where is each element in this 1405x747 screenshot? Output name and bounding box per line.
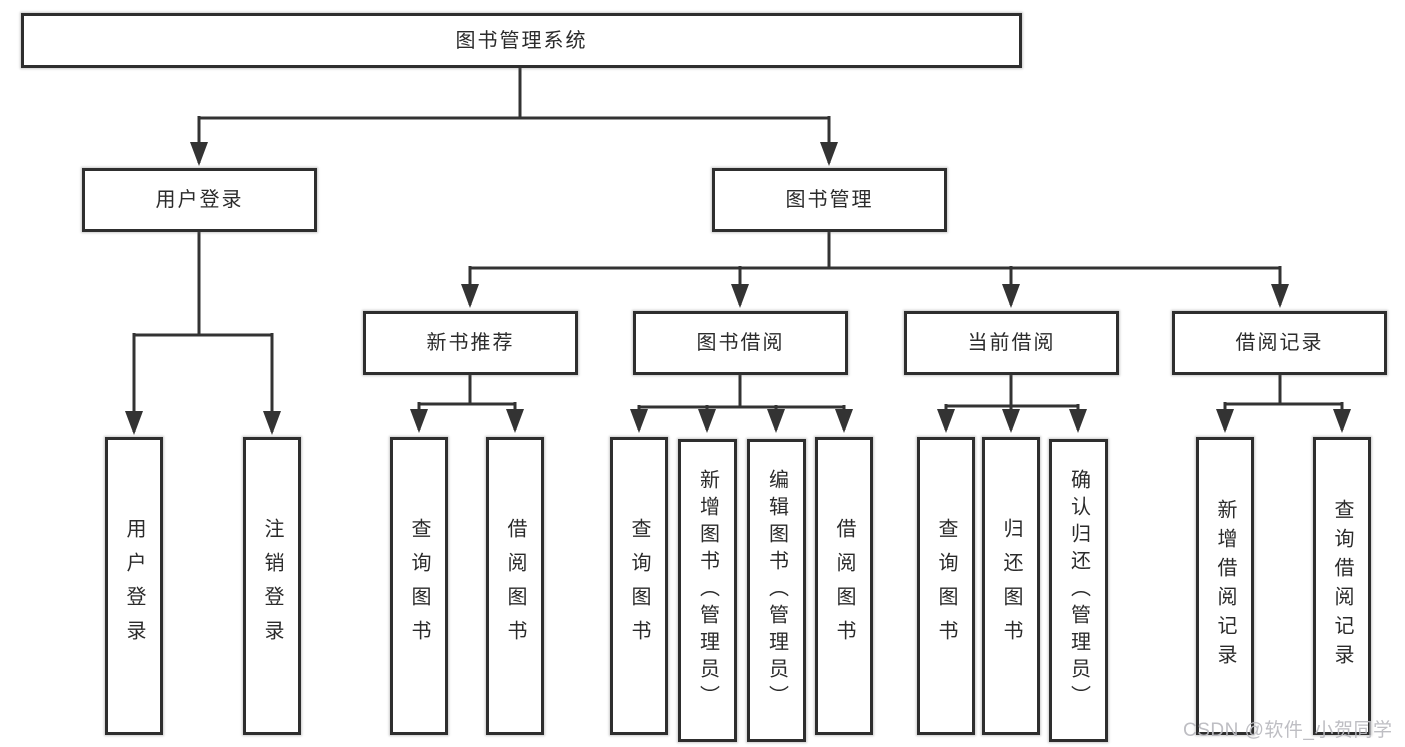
node-current-borrowing: 当前借阅 <box>904 311 1119 375</box>
node-new-book-recommend: 新书推荐 <box>363 311 578 375</box>
watermark: CSDN @软件_小贺同学 <box>1183 720 1393 741</box>
node-book-management: 图书管理 <box>712 168 947 232</box>
node-borrowing-records: 借阅记录 <box>1172 311 1387 375</box>
node-root: 图书管理系统 <box>21 13 1022 68</box>
node-leaf-query-borrow-record: 查询借阅记录 <box>1313 437 1371 735</box>
node-leaf-add-books-admin: 新增图书（管理员） <box>678 439 737 742</box>
node-leaf-query-books-recommend: 查询图书 <box>390 437 448 735</box>
node-leaf-edit-books-admin: 编辑图书（管理员） <box>747 439 806 742</box>
node-leaf-return-books: 归还图书 <box>982 437 1040 735</box>
node-leaf-borrow-books-borrowing: 借阅图书 <box>815 437 873 735</box>
node-leaf-confirm-return-admin: 确认归还（管理员） <box>1049 439 1108 742</box>
node-book-borrowing: 图书借阅 <box>633 311 848 375</box>
node-leaf-logout: 注销登录 <box>243 437 301 735</box>
node-leaf-user-login: 用户登录 <box>105 437 163 735</box>
node-leaf-borrow-books-recommend: 借阅图书 <box>486 437 544 735</box>
node-user-login: 用户登录 <box>82 168 317 232</box>
node-leaf-query-books-borrowing: 查询图书 <box>610 437 668 735</box>
node-leaf-add-borrow-record: 新增借阅记录 <box>1196 437 1254 735</box>
node-leaf-query-books-current: 查询图书 <box>917 437 975 735</box>
